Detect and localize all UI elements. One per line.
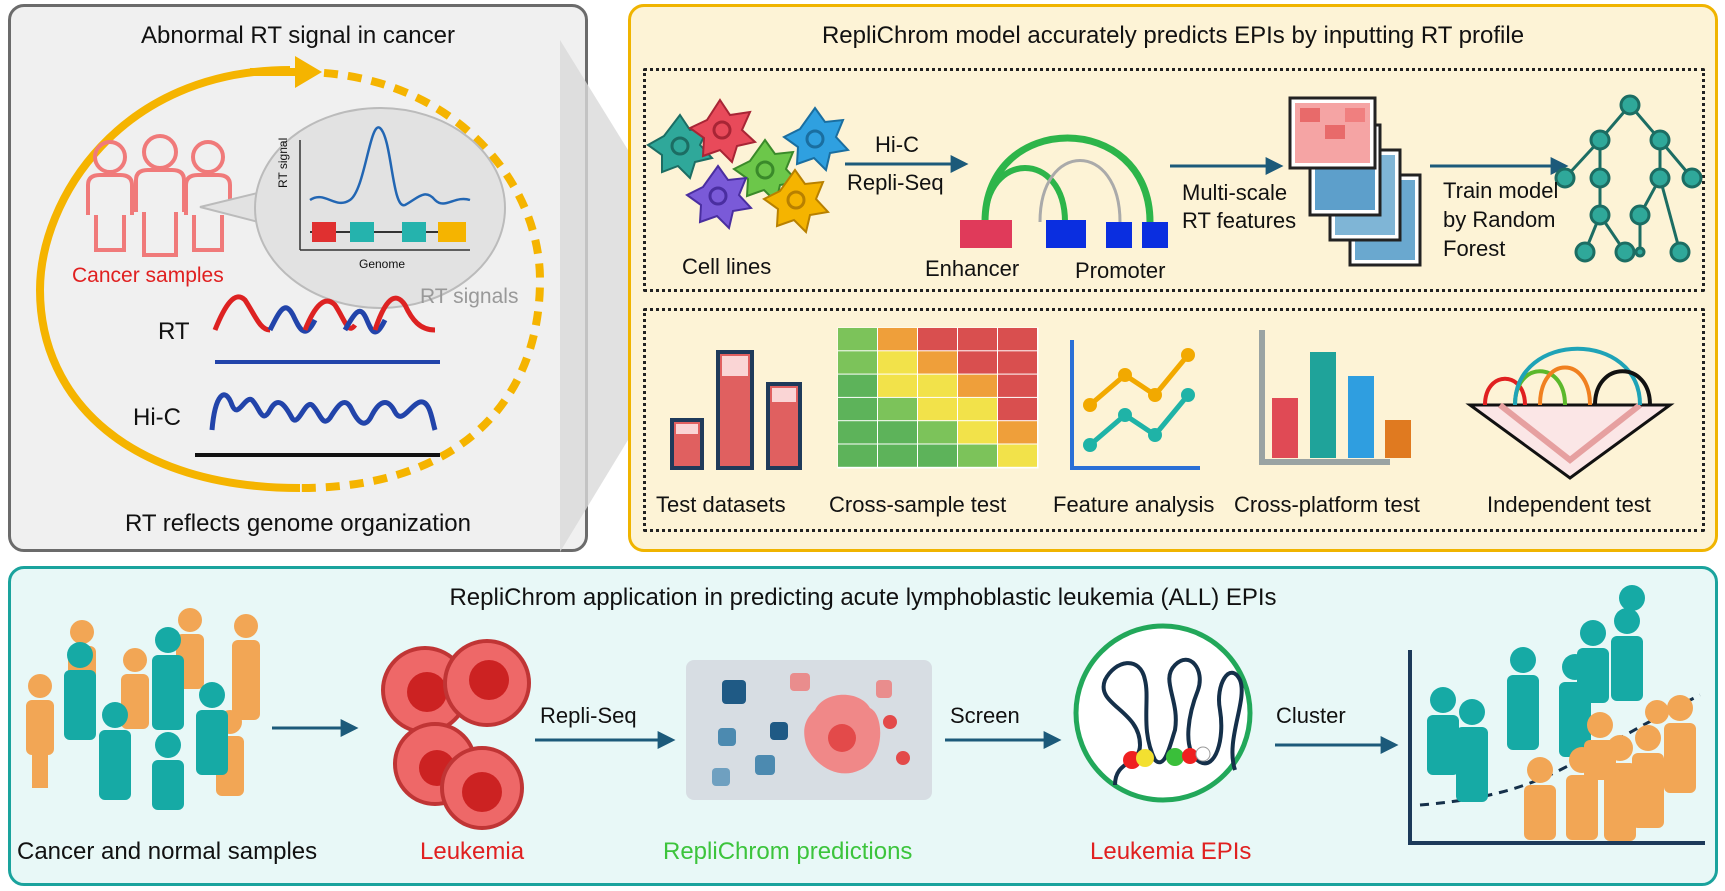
heatmap-cell (838, 374, 877, 397)
heatmap-cell (958, 444, 997, 467)
panel-left-title: Abnormal RT signal in cancer (141, 22, 455, 49)
heatmap-cell (918, 328, 957, 351)
train-line2: by Random (1443, 207, 1556, 232)
heatmap-cell (838, 397, 877, 421)
heatmap-cell (878, 444, 917, 467)
train-line1: Train model (1443, 178, 1559, 203)
heatmap-cell (958, 397, 997, 421)
heatmap-cell (918, 374, 957, 397)
heatmap-cell (998, 421, 1037, 444)
cell-lines-label: Cell lines (682, 254, 772, 279)
test-label-cross-platform: Cross-platform test (1234, 492, 1420, 517)
random-forest-icon (1554, 94, 1703, 263)
rt-signals-label: RT signals (420, 285, 519, 308)
train-line3: Forest (1443, 236, 1506, 261)
samples-label: Cancer and normal samples (17, 838, 318, 865)
heatmap-cell (998, 397, 1037, 421)
heatmap-cell (878, 421, 917, 444)
arrow1-top-label: Hi-C (875, 132, 919, 157)
heatmap-cells (838, 328, 1037, 467)
features-line1: Multi-scale (1182, 180, 1288, 205)
heatmap-cell (878, 374, 917, 397)
rt-track (212, 294, 440, 364)
test-datasets-icon (670, 350, 802, 470)
arrow-screen-label: Screen (950, 703, 1020, 728)
leukemia-label: Leukemia (420, 838, 525, 865)
hic-label: Hi-C (133, 404, 181, 431)
inset-ylabel: RT signal (276, 137, 290, 188)
cell-lines-icon (646, 98, 850, 234)
inset-xlabel: Genome (359, 257, 406, 271)
heatmap-cell (958, 328, 997, 351)
cross-platform-icon (1259, 330, 1411, 465)
rt-signal-inset (199, 107, 506, 309)
heatmap-cell (838, 328, 877, 351)
predictions-icon (686, 660, 932, 800)
cancer-samples-icon (86, 134, 232, 257)
heatmap-cell (878, 328, 917, 351)
heatmap-cell (958, 421, 997, 444)
rt-cycle-arrows (35, 56, 545, 492)
heatmap-cell (918, 351, 957, 374)
heatmap-cell (958, 374, 997, 397)
panel-top-title: RepliChrom model accurately predicts EPI… (821, 22, 1525, 49)
arrow1-bottom-label: Repli-Seq (847, 170, 944, 195)
zoom-wedge (560, 40, 628, 552)
predictions-label: RepliChrom predictions (663, 838, 913, 865)
heatmap-cell (998, 351, 1037, 374)
panel-bottom-title: RepliChrom application in predicting acu… (449, 584, 1277, 611)
heatmap-cell (998, 374, 1037, 397)
heatmap-cell (998, 444, 1037, 467)
test-label-datasets: Test datasets (656, 492, 786, 517)
panel-left-footer: RT reflects genome organization (125, 510, 471, 537)
enhancer-label: Enhancer (925, 256, 1020, 281)
heatmap-cell (918, 444, 957, 467)
heatmap-cell (838, 421, 877, 444)
heatmap-cell (838, 351, 877, 374)
epi-arcs (960, 134, 1168, 248)
arrow-cluster-label: Cluster (1276, 703, 1346, 728)
heatmap-cell (838, 444, 877, 467)
test-label-independent: Independent test (1487, 492, 1651, 517)
hic-track (195, 392, 440, 457)
arrow-repliseq-label: Repli-Seq (540, 703, 637, 728)
cluster-plot (1408, 585, 1705, 845)
evaluation-box (643, 308, 1705, 532)
test-label-cross-sample: Cross-sample test (829, 492, 1007, 517)
features-line2: RT features (1182, 208, 1297, 233)
heatmap-cell (918, 397, 957, 421)
workflow-box (643, 68, 1705, 292)
feature-analysis-icon (1070, 340, 1200, 470)
leukemia-cells-icon (381, 639, 531, 830)
heatmap-cell (958, 351, 997, 374)
heatmap-cell (878, 397, 917, 421)
heatmap-cell (998, 328, 1037, 351)
independent-test-icon (1465, 346, 1675, 480)
promoter-label: Promoter (1075, 258, 1166, 283)
rt-label: RT (158, 318, 190, 345)
feature-heatmaps (1288, 96, 1422, 267)
test-label-feature-analysis: Feature analysis (1053, 492, 1215, 517)
leukemia-epis-label: Leukemia EPIs (1090, 838, 1252, 865)
heatmap-cell (918, 421, 957, 444)
heatmap-cell (878, 351, 917, 374)
leukemia-epis-icon (1073, 623, 1253, 803)
cancer-samples-label: Cancer samples (72, 264, 224, 287)
panel-replichrom-model (628, 4, 1718, 552)
samples-crowd (26, 608, 260, 810)
